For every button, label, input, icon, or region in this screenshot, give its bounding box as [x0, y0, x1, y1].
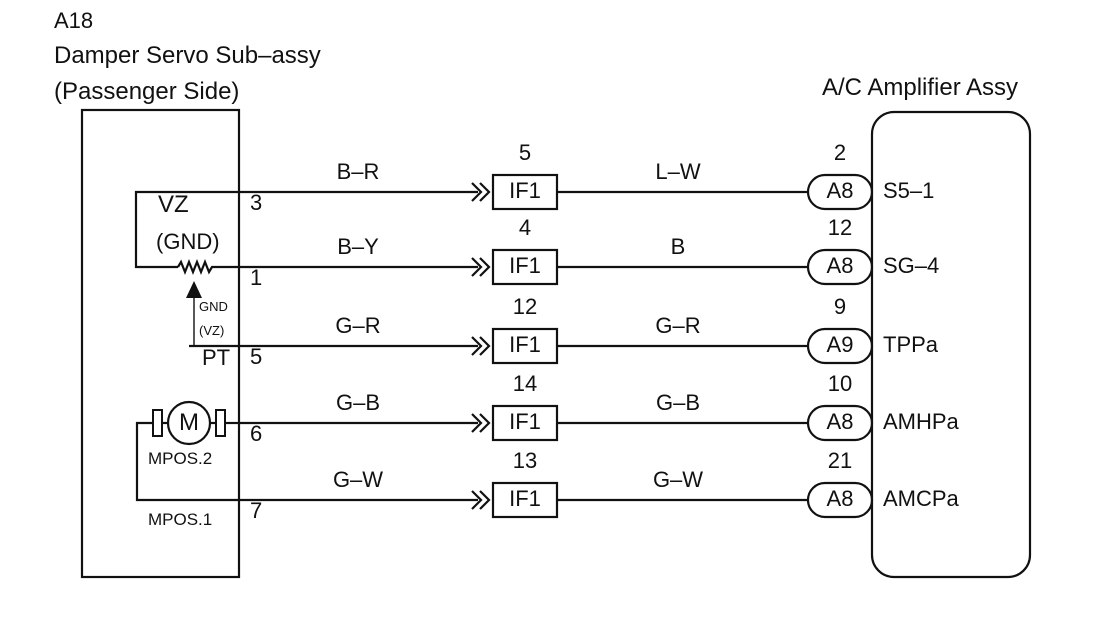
left-pin-number: 3 — [250, 190, 263, 215]
wire-color-left: B–R — [336, 159, 380, 184]
mpos1-label: MPOS.1 — [148, 510, 213, 529]
amp-signal-name: AMCPa — [883, 486, 959, 511]
gnd-small-label: GND — [199, 299, 228, 314]
connector-chevron — [471, 182, 483, 202]
wire-color-left: B–Y — [337, 234, 379, 259]
wire-color-right: G–R — [655, 313, 701, 338]
motor-symbol-label: M — [179, 409, 199, 436]
amp-pin-number: 21 — [827, 448, 853, 473]
vz-label: VZ — [158, 191, 189, 218]
if1-connector-label: IF1 — [509, 486, 541, 511]
connector-chevron — [479, 490, 491, 510]
amp-connector-label: A8 — [826, 409, 854, 434]
motor-circle — [166, 400, 212, 446]
amp-pin-number: 12 — [827, 215, 853, 240]
mpos2-label: MPOS.2 — [148, 449, 213, 468]
connector-chevron — [471, 336, 483, 356]
wire-color-right: L–W — [655, 159, 701, 184]
amplifier-name: A/C Amplifier Assy — [822, 74, 1019, 101]
connector-chevron — [471, 413, 483, 433]
left-pin-number: 1 — [250, 265, 263, 290]
amp-connector-label: A8 — [826, 178, 854, 203]
amp-signal-name: TPPa — [883, 332, 939, 357]
amp-connector-oval — [806, 481, 874, 519]
connector-chevron — [471, 257, 483, 277]
amp-signal-name: AMHPa — [883, 409, 959, 434]
connector-chevron — [471, 490, 483, 510]
amp-connector-oval — [806, 248, 874, 286]
connector-chevron — [479, 257, 491, 277]
connector-chevron — [479, 336, 491, 356]
component-name: Damper Servo Sub–assy — [54, 42, 321, 69]
amp-connector-oval — [806, 327, 874, 365]
wire-rows — [239, 173, 874, 519]
component-location: (Passenger Side) — [54, 78, 240, 105]
gnd-label: (GND) — [156, 229, 220, 254]
amp-signal-name: SG–4 — [883, 253, 940, 278]
if1-pin-number: 5 — [518, 140, 532, 165]
amp-connector-oval — [806, 173, 874, 211]
damper-servo-box — [80, 108, 241, 579]
pt-sensor-arrowhead — [186, 281, 202, 298]
connector-chevron — [479, 413, 491, 433]
wire-color-right: G–B — [655, 390, 701, 415]
if1-pin-number: 14 — [512, 371, 538, 396]
amp-signal-name: S5–1 — [883, 178, 935, 203]
amp-connector-label: A9 — [826, 332, 854, 357]
if1-pin-number: 12 — [512, 294, 538, 319]
wire-color-right: G–W — [652, 467, 704, 492]
if1-connector-label: IF1 — [509, 332, 541, 357]
left-pin-number: 7 — [250, 498, 263, 523]
motor-loop — [135, 421, 239, 502]
if1-connector-label: IF1 — [509, 178, 541, 203]
amp-connector-label: A8 — [826, 253, 854, 278]
left-pin-number: 5 — [250, 344, 263, 369]
vz-gnd-loop — [134, 190, 239, 269]
wire-color-right: B — [670, 234, 686, 259]
amp-pin-number: 9 — [833, 294, 847, 319]
amp-connector-label: A8 — [826, 486, 854, 511]
resistor-symbol — [177, 259, 239, 275]
motor-terminal-right — [215, 409, 226, 437]
wire-color-left: G–W — [332, 467, 384, 492]
vz-small-label: (VZ) — [199, 323, 225, 338]
pt-label: PT — [202, 345, 231, 370]
wire-color-left: G–B — [335, 390, 381, 415]
amp-connector-oval — [806, 404, 874, 442]
amp-pin-number: 2 — [833, 140, 847, 165]
if1-connector-label: IF1 — [509, 253, 541, 278]
component-ref: A18 — [54, 8, 94, 33]
if1-pin-number: 13 — [512, 448, 538, 473]
if1-connector-label: IF1 — [509, 409, 541, 434]
connector-chevron — [479, 182, 491, 202]
amp-pin-number: 10 — [827, 371, 853, 396]
motor-terminal-left — [152, 409, 163, 437]
if1-pin-number: 4 — [518, 215, 532, 240]
left-pin-number: 6 — [250, 421, 263, 446]
wire-color-left: G–R — [335, 313, 381, 338]
